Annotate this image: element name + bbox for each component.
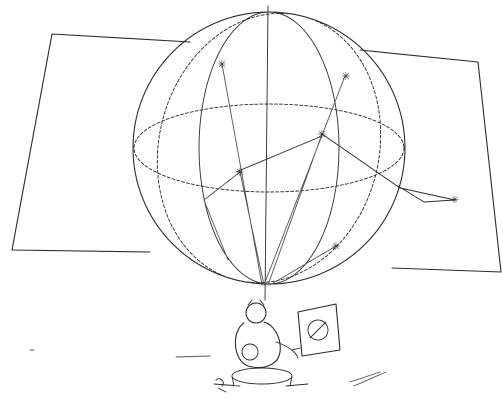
vertical-axis bbox=[265, 6, 268, 300]
ground-lines bbox=[30, 350, 386, 386]
equator-ellipse bbox=[134, 104, 404, 192]
star-icon: ✳ bbox=[317, 128, 326, 141]
horizontal-plane bbox=[12, 34, 501, 272]
star-icon: ✳ bbox=[341, 70, 350, 83]
tilted-axis bbox=[236, 136, 322, 172]
meridian-side bbox=[129, 0, 408, 307]
meridian-front bbox=[199, 12, 339, 284]
left-construction bbox=[204, 172, 240, 260]
star-icon: ✳ bbox=[331, 240, 340, 253]
star-icon: ✳ bbox=[451, 195, 459, 206]
star-icon: ✳ bbox=[235, 166, 244, 179]
star-markers: ✳ ✳ ✳ ✳ ✳ ✳ bbox=[217, 58, 459, 253]
observer-figure bbox=[214, 300, 308, 392]
drawing-board bbox=[298, 304, 340, 356]
celestial-sphere bbox=[133, 12, 405, 284]
star-icon: ✳ bbox=[217, 58, 226, 71]
